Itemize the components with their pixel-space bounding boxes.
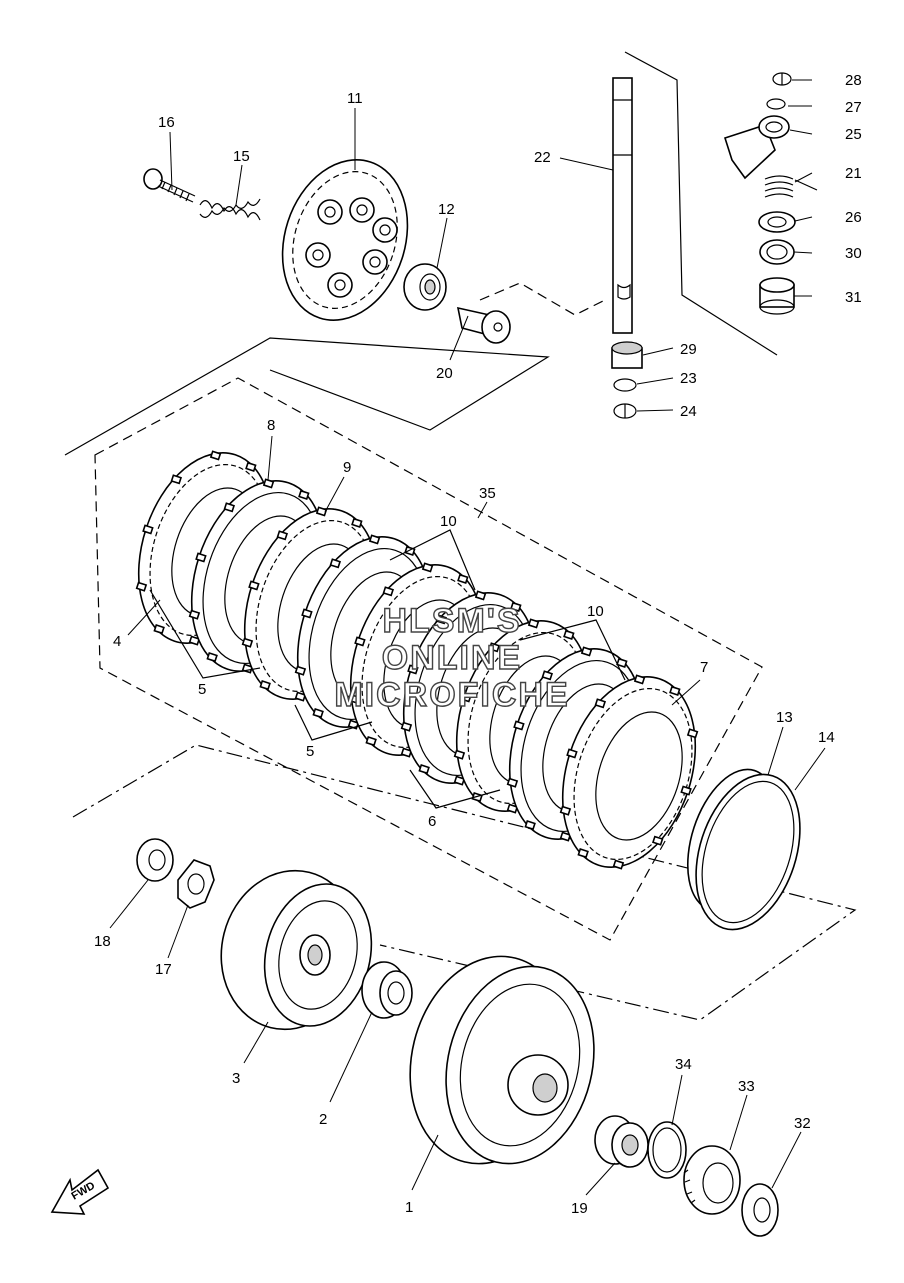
label-30: 30 (845, 245, 862, 262)
label-5a: 5 (198, 681, 206, 698)
label-9: 9 (343, 459, 351, 476)
circlip-24 (613, 403, 637, 419)
pushrod-20 (456, 306, 511, 344)
nut-18 (136, 838, 174, 882)
bearing-12 (403, 263, 447, 311)
clutch-boss-3 (220, 869, 373, 1031)
group-brackets (149, 529, 626, 809)
spring-15 (199, 198, 261, 221)
label-26: 26 (845, 209, 862, 226)
label-34: 34 (675, 1056, 692, 1073)
washer-26 (758, 211, 796, 233)
label-10b: 10 (587, 603, 604, 620)
bolt-16 (143, 168, 196, 203)
label-33: 33 (738, 1078, 755, 1095)
washer-32 (741, 1183, 779, 1237)
label-6: 6 (428, 813, 436, 830)
washer-27 (766, 98, 786, 110)
watermark-line2: ONLINE (382, 639, 522, 677)
spacer-2 (361, 961, 413, 1019)
clutch-plate (559, 674, 699, 870)
label-24: 24 (680, 403, 697, 420)
label-3: 3 (232, 1070, 240, 1087)
label-31: 31 (845, 289, 862, 306)
part-labels: 1 2 3 4 5 5 6 7 8 9 10 10 11 12 13 14 15… (94, 72, 862, 1217)
o-ring-34 (647, 1121, 687, 1179)
label-11: 11 (347, 90, 363, 107)
label-35: 35 (479, 485, 496, 502)
label-16: 16 (158, 114, 175, 131)
label-22: 22 (534, 149, 551, 166)
label-8: 8 (267, 417, 275, 434)
bearing-19 (594, 1115, 649, 1168)
watermark-line3: MICROFICHE (334, 676, 569, 714)
ring-14 (695, 773, 801, 931)
label-7: 7 (700, 659, 708, 676)
label-5b: 5 (306, 743, 314, 760)
push-lever-shaft-22 (612, 77, 633, 334)
label-12: 12 (438, 201, 455, 218)
label-17: 17 (155, 961, 172, 978)
oil-seal-30 (759, 239, 795, 265)
pushrod-guide-line (479, 282, 606, 316)
label-29: 29 (680, 341, 697, 358)
label-23: 23 (680, 370, 697, 387)
label-13: 13 (776, 709, 793, 726)
label-14: 14 (818, 729, 835, 746)
primary-driven-gear-1 (409, 955, 595, 1165)
label-25: 25 (845, 126, 862, 143)
label-2: 2 (319, 1111, 327, 1128)
label-4: 4 (113, 633, 121, 650)
label-10a: 10 (440, 513, 457, 530)
label-20: 20 (436, 365, 453, 382)
washer-23 (613, 378, 637, 392)
hub-group-outline (72, 744, 857, 1021)
lock-washer-17 (177, 859, 215, 909)
lever-25 (723, 115, 790, 180)
pressure-plate-group-outline (64, 337, 550, 456)
bearing-31 (759, 277, 795, 315)
leader-lines (109, 79, 826, 1196)
oil-pump-drive-gear-33 (683, 1145, 741, 1215)
shaft-guide-line (624, 51, 778, 356)
label-15: 15 (233, 148, 250, 165)
label-28: 28 (845, 72, 862, 89)
fwd-arrow-icon: FWD (50, 1168, 110, 1215)
spring-21 (764, 175, 818, 198)
bearing-29 (611, 341, 643, 369)
plate-set-outline-35 (94, 377, 763, 941)
label-18: 18 (94, 933, 111, 950)
watermark: HLSM'S ONLINE MICROFICHE (334, 601, 569, 714)
circlip-28 (772, 72, 792, 86)
label-32: 32 (794, 1115, 811, 1132)
label-19: 19 (571, 1200, 588, 1217)
pressure-plate-11 (281, 159, 409, 321)
watermark-line1: HLSM'S (382, 602, 521, 640)
label-1: 1 (405, 1199, 413, 1216)
label-21: 21 (845, 165, 862, 182)
label-27: 27 (845, 99, 862, 116)
